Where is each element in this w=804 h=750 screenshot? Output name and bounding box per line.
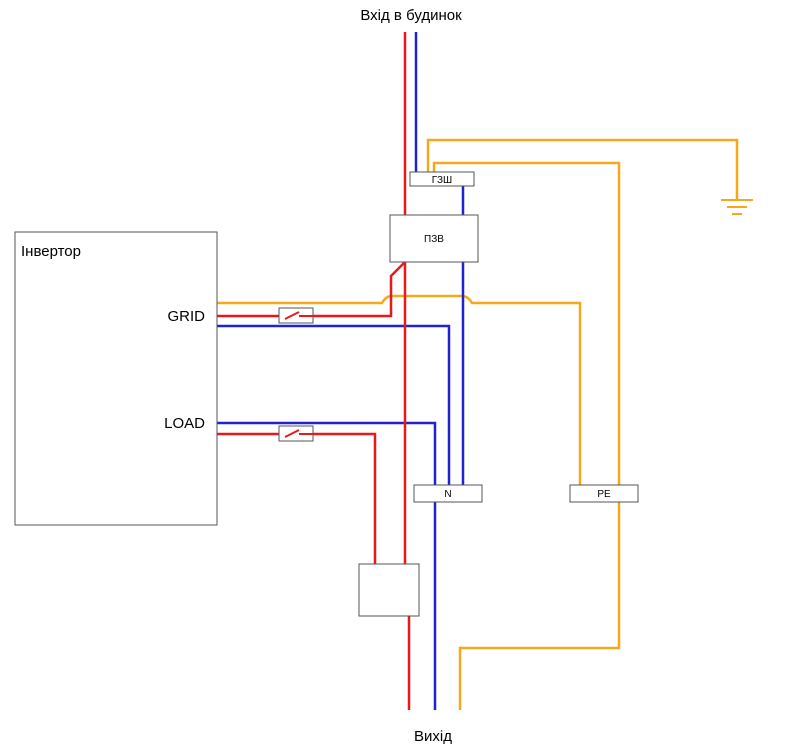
pe-bus: PE: [569, 484, 639, 503]
input-label: Вхід в будинок: [360, 7, 462, 24]
output-label: Вихід: [414, 728, 452, 745]
load-terminal-label: LOAD: [164, 415, 205, 432]
pe-bus-label: PE: [597, 489, 611, 500]
inverter-label: Інвертор: [21, 243, 81, 260]
output-pe-wire: [458, 502, 621, 710]
neutral-bus: N: [413, 484, 483, 503]
load-neutral-wire: [217, 421, 437, 488]
output-phase-wire: [403, 603, 411, 710]
gzsh-label: ГЗШ: [432, 175, 452, 186]
grid-neutral-wire: [217, 324, 451, 488]
neutral-bus-label: N: [444, 489, 451, 500]
input-phase-wire: [396, 32, 407, 242]
neutral-bus-box: [413, 484, 483, 503]
grid-breaker: [278, 307, 314, 324]
grid-terminal-label: GRID: [168, 308, 206, 325]
load-breaker-contact: [284, 429, 300, 438]
pe-riser-wire: [432, 161, 621, 488]
grid-breaker-contact: [284, 311, 300, 320]
gzsh-bus: ГЗШ: [409, 171, 475, 187]
transfer-switch-icon: [358, 563, 420, 617]
pzv-box: [389, 214, 479, 263]
pzv-device: ПЗВ: [389, 214, 479, 263]
pe-bus-box: [569, 484, 639, 503]
ground-icon: [721, 199, 753, 215]
load-breaker: [278, 425, 314, 442]
inverter-box: [14, 231, 218, 526]
earth-ground-wire: [426, 138, 739, 200]
neutral-wires: [217, 32, 465, 710]
load-phase-wire: [217, 432, 377, 578]
gzsh-box: [409, 171, 475, 187]
pzv-label: ПЗВ: [424, 234, 444, 245]
